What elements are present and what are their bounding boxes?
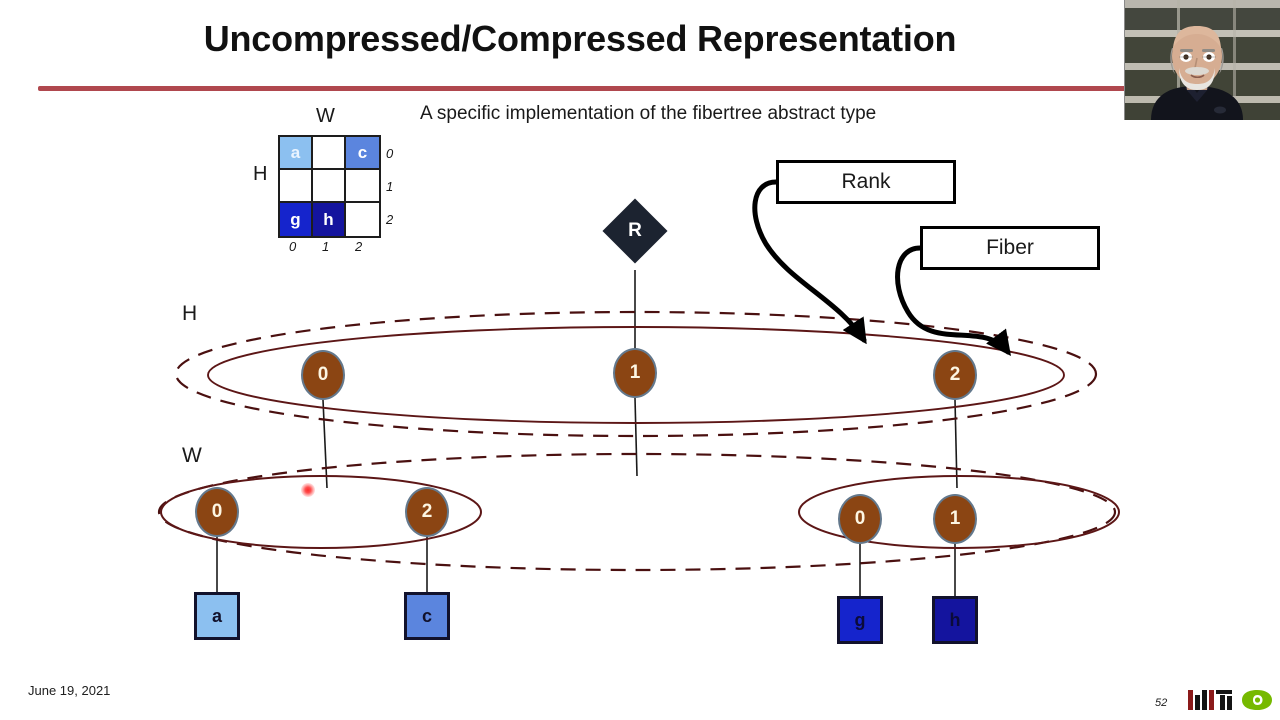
callout-rank[interactable]: Rank (776, 160, 956, 204)
edge-h1-dangling (634, 397, 638, 477)
leaf-value-box[interactable]: g (837, 596, 883, 644)
rank-callout-arrow (752, 179, 867, 345)
h-rank-node[interactable]: 0 (301, 350, 345, 400)
leaf-value-box[interactable]: c (404, 592, 450, 640)
mit-logo (1188, 690, 1232, 710)
footer-date: June 19, 2021 (28, 683, 111, 698)
w-rank-node[interactable]: 0 (195, 487, 239, 537)
tree-root-label: R (628, 220, 642, 241)
slide-number: 52 (1155, 697, 1168, 709)
matrix-axis-label-h: H (253, 163, 268, 185)
matrix-cell: g (280, 203, 313, 236)
matrix-grid: a c g h (278, 135, 381, 238)
matrix-row-index: 2 (386, 212, 394, 227)
matrix-cell (313, 137, 346, 170)
nvidia-logo (1242, 690, 1272, 710)
leaf-value-box[interactable]: h (932, 596, 978, 644)
matrix-illustration: W H a c g h 0 1 2 0 1 2 (250, 105, 415, 265)
h-rank-node[interactable]: 1 (613, 348, 657, 398)
rank-label-h: H (182, 302, 198, 325)
edge-h0-to-w (322, 399, 328, 489)
callout-fiber[interactable]: Fiber (920, 226, 1100, 270)
matrix-cell: a (280, 137, 313, 170)
rank-label-w: W (182, 444, 202, 467)
leaf-value-box[interactable]: a (194, 592, 240, 640)
w-rank-node[interactable]: 2 (405, 487, 449, 537)
matrix-col-index: 1 (322, 239, 330, 254)
slide-subtitle: A specific implementation of the fibertr… (420, 103, 877, 124)
matrix-axis-label-w: W (316, 105, 335, 127)
matrix-cell (346, 170, 379, 203)
title-divider (38, 86, 1242, 91)
matrix-col-index: 0 (289, 239, 297, 254)
tree-edges (216, 270, 958, 596)
matrix-col-index: 2 (355, 239, 363, 254)
page-title: Uncompressed/Compressed Representation (203, 18, 957, 59)
matrix-cell: h (313, 203, 346, 236)
matrix-cell (313, 170, 346, 203)
matrix-row-index: 0 (386, 146, 394, 161)
matrix-row-index: 1 (386, 179, 394, 194)
laser-pointer-dot (301, 483, 315, 497)
w-rank-node[interactable]: 0 (838, 494, 882, 544)
matrix-cell (280, 170, 313, 203)
tree-root-node[interactable]: R (602, 198, 668, 264)
matrix-cell (346, 203, 379, 236)
h-rank-node[interactable]: 2 (933, 350, 977, 400)
presenter-webcam-overlay[interactable] (1124, 0, 1280, 120)
w-rank-node[interactable]: 1 (933, 494, 977, 544)
edge-h2-to-w (954, 399, 958, 489)
matrix-cell: c (346, 137, 379, 170)
